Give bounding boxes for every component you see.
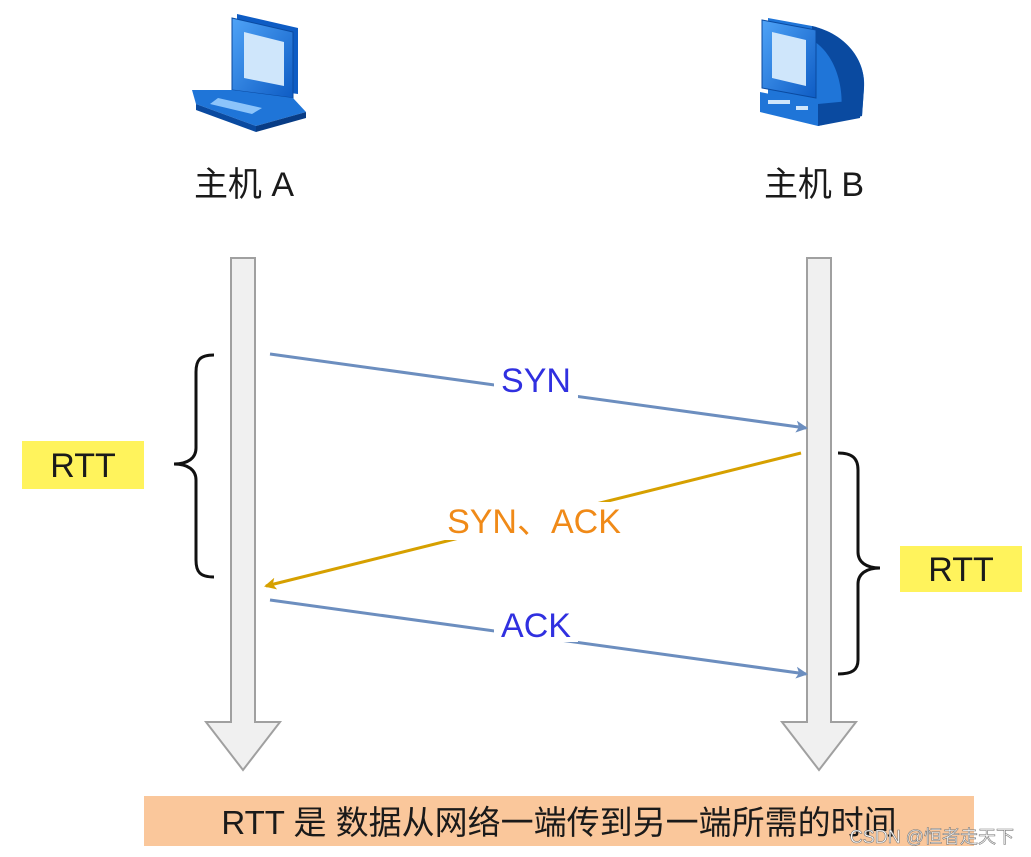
left-rtt-label: RTT bbox=[50, 447, 115, 485]
right-rtt-brace bbox=[837, 451, 881, 676]
syn-label: SYN bbox=[501, 362, 571, 400]
ack-label: ACK bbox=[501, 607, 571, 645]
host-a-label: 主机 A bbox=[194, 166, 294, 204]
syn-ack-label: SYN、ACK bbox=[447, 503, 621, 541]
host-a-timeline bbox=[203, 257, 283, 772]
right-rtt-label: RTT bbox=[928, 551, 993, 589]
caption-box bbox=[144, 796, 974, 846]
desktop-computer-icon bbox=[760, 18, 865, 126]
ack-label-bg bbox=[494, 606, 578, 642]
host-b-timeline bbox=[779, 257, 859, 772]
laptop-icon bbox=[192, 14, 306, 132]
left-rtt-box bbox=[22, 441, 144, 489]
left-rtt-brace bbox=[173, 353, 215, 579]
syn-ack-label-bg bbox=[432, 502, 636, 540]
syn-label-bg bbox=[494, 362, 578, 398]
caption-text: RTT 是 数据从网络一端传到另一端所需的时间 bbox=[221, 804, 896, 841]
right-rtt-box bbox=[900, 546, 1022, 592]
host-b-label: 主机 B bbox=[764, 166, 864, 204]
watermark: CSDN @恒者走天下 bbox=[850, 827, 1014, 847]
